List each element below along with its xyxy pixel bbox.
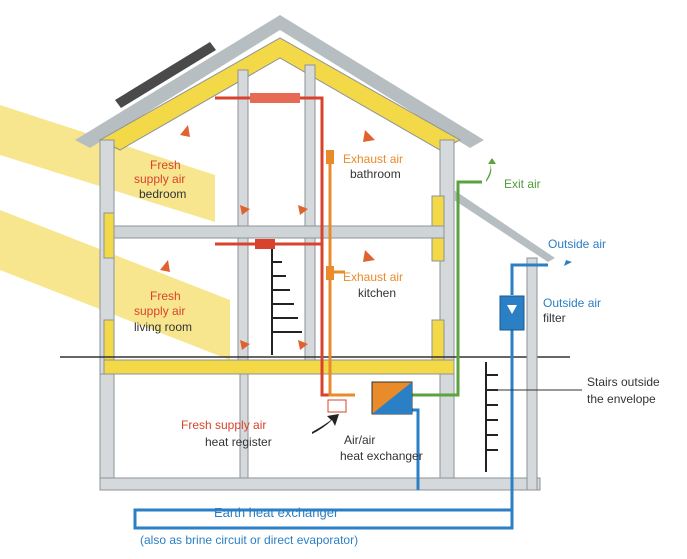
supply-silencer xyxy=(250,93,300,103)
outside-air-label: Outside air xyxy=(548,237,607,251)
stairs-outside xyxy=(485,362,498,472)
stairs-label-line2: the envelope xyxy=(587,392,656,406)
fresh-supply-register-label: Fresh supply air xyxy=(181,418,267,432)
outside-air-filter-line1: Outside air xyxy=(543,296,602,310)
fresh-supply-living-line1: Fresh xyxy=(150,289,181,303)
heat-register xyxy=(327,399,347,413)
outside-air-duct xyxy=(133,263,548,530)
stairs-label-line1: Stairs outside xyxy=(587,375,660,389)
fresh-supply-bedroom-line1: Fresh xyxy=(150,158,181,172)
basement-left-wall xyxy=(99,373,115,491)
basement-floor xyxy=(99,477,541,491)
wall-insulation-left xyxy=(103,212,115,259)
right-wall xyxy=(439,139,455,491)
exit-air-duct xyxy=(412,180,482,397)
sun-ray xyxy=(0,210,230,360)
earth-heat-exchanger-label: Earth heat exchanger xyxy=(214,505,339,520)
outside-air-arrow xyxy=(564,260,572,266)
room-bathroom: bathroom xyxy=(350,167,401,181)
upper-floor xyxy=(113,225,445,239)
earth-heat-exchanger-note: (also as brine circuit or direct evapora… xyxy=(140,533,359,547)
stairs-inside xyxy=(271,248,302,355)
basement-column xyxy=(239,373,249,479)
exhaust-kitchen-label: Exhaust air xyxy=(343,270,404,284)
fresh-supply-bedroom-line2: supply air xyxy=(134,172,186,186)
annex-wall xyxy=(526,257,538,491)
fresh-supply-living-line2: supply air xyxy=(134,304,186,318)
room-living: living room xyxy=(134,320,193,334)
heat-exchanger-arrow xyxy=(312,414,339,434)
supply-duct xyxy=(215,96,340,397)
interior-column xyxy=(304,64,316,361)
heat-exchanger-diagonal xyxy=(372,382,412,414)
interior-column xyxy=(237,69,249,361)
filter-arrow xyxy=(507,305,517,314)
solar-panel xyxy=(115,42,216,108)
exhaust-bathroom-label: Exhaust air xyxy=(343,152,404,166)
room-kitchen: kitchen xyxy=(358,286,397,300)
heat-exchanger-label-line1: Air/air xyxy=(344,433,376,447)
heat-register-label: heat register xyxy=(205,435,272,449)
annex-roof xyxy=(454,190,555,262)
room-bedroom: bedroom xyxy=(139,187,187,201)
wall-insulation-left-2 xyxy=(103,319,115,361)
ground-floor-insulation xyxy=(103,359,455,375)
exhaust-grille xyxy=(326,266,334,280)
wall-insulation-right-2 xyxy=(431,319,445,361)
exhaust-grille xyxy=(326,150,334,164)
heat-exchanger-label-line2: heat exchanger xyxy=(340,449,423,463)
exit-air-label: Exit air xyxy=(504,177,541,191)
supply-silencer xyxy=(255,239,275,249)
outside-air-filter-line2: filter xyxy=(543,311,566,325)
exit-air-arrow xyxy=(486,158,496,182)
flow-arrows xyxy=(160,125,375,350)
